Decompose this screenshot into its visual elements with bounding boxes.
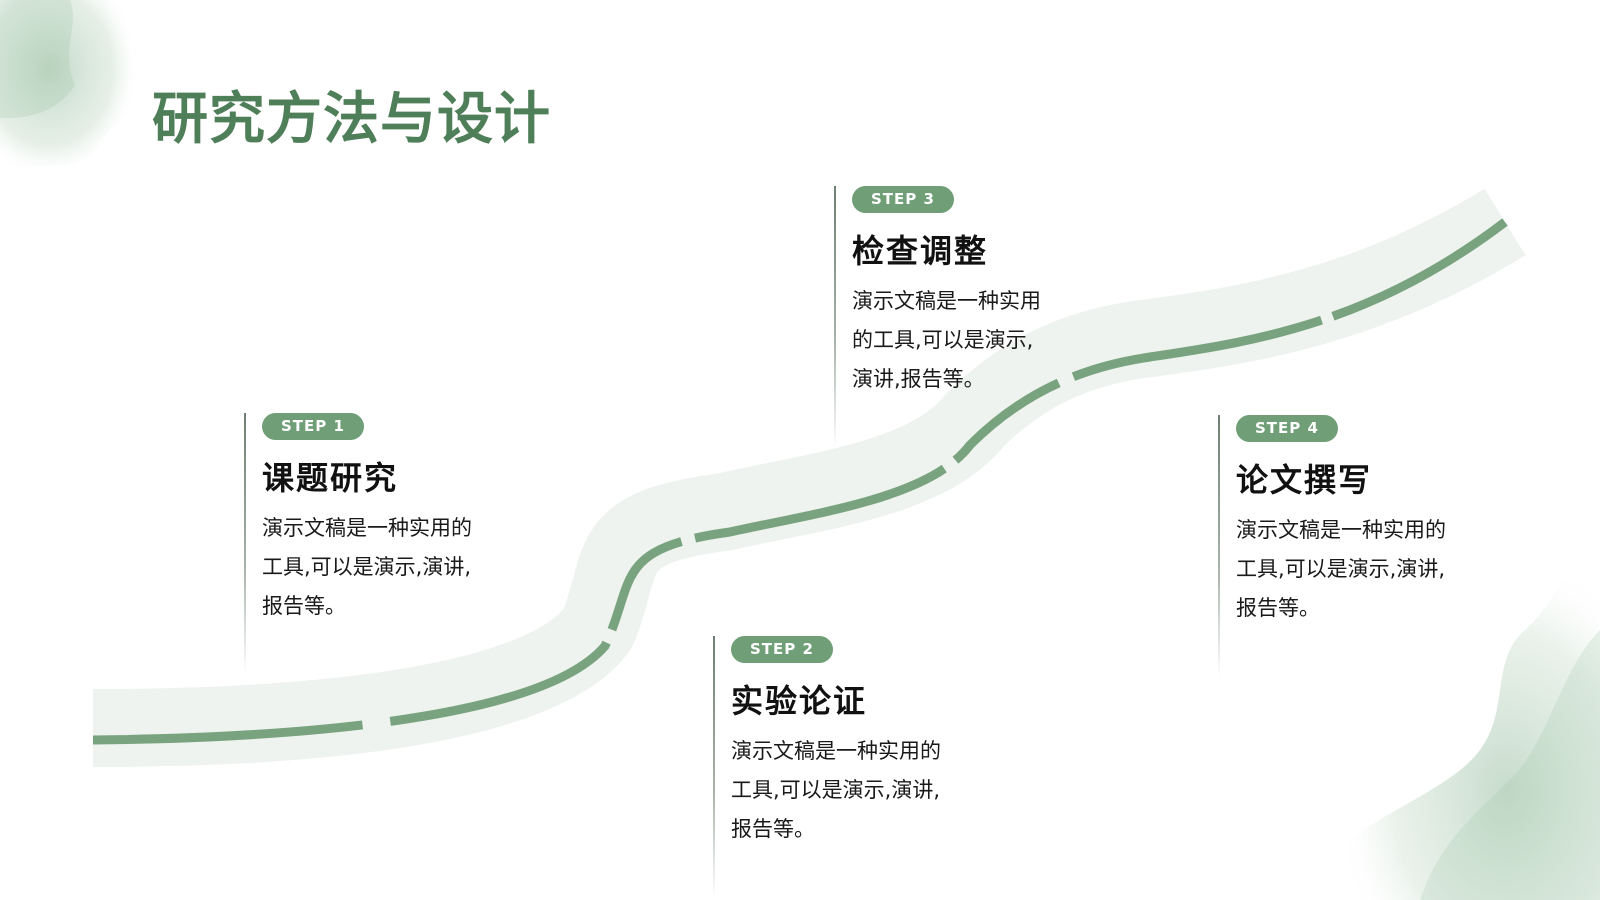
step-heading: 课题研究: [262, 459, 399, 497]
description-line: 工具,可以是演示,演讲,: [731, 778, 941, 802]
step-divider: [1218, 415, 1220, 677]
page-title: 研究方法与设计: [152, 87, 551, 152]
step-heading: 论文撰写: [1236, 461, 1373, 499]
description-line: 演讲,报告等。: [852, 367, 985, 391]
step-divider: [244, 413, 246, 675]
step-heading: 检查调整: [852, 232, 989, 270]
road-center-line: [92, 218, 1508, 745]
step-badge: STEP 3: [852, 186, 954, 213]
description-line: 报告等。: [1236, 596, 1320, 620]
step-description: 演示文稿是一种实用 的工具,可以是演示, 演讲,报告等。: [852, 282, 1041, 399]
step-badge: STEP 1: [262, 413, 364, 440]
description-line: 报告等。: [731, 817, 815, 841]
step-divider: [713, 636, 715, 898]
description-line: 演示文稿是一种实用的: [1236, 518, 1446, 542]
step-badge: STEP 4: [1236, 415, 1338, 442]
description-line: 工具,可以是演示,演讲,: [1236, 557, 1446, 581]
description-line: 的工具,可以是演示,: [852, 328, 1034, 352]
description-line: 工具,可以是演示,演讲,: [262, 555, 472, 579]
step-description: 演示文稿是一种实用的 工具,可以是演示,演讲, 报告等。: [262, 509, 472, 626]
description-line: 演示文稿是一种实用: [852, 289, 1041, 313]
description-line: 演示文稿是一种实用的: [731, 739, 941, 763]
description-line: 演示文稿是一种实用的: [262, 516, 472, 540]
description-line: 报告等。: [262, 594, 346, 618]
step-badge: STEP 2: [731, 636, 833, 663]
road-band: [92, 188, 1526, 767]
step-heading: 实验论证: [731, 682, 868, 720]
step-description: 演示文稿是一种实用的 工具,可以是演示,演讲, 报告等。: [731, 732, 941, 849]
step-description: 演示文稿是一种实用的 工具,可以是演示,演讲, 报告等。: [1236, 511, 1446, 628]
step-divider: [834, 186, 836, 448]
